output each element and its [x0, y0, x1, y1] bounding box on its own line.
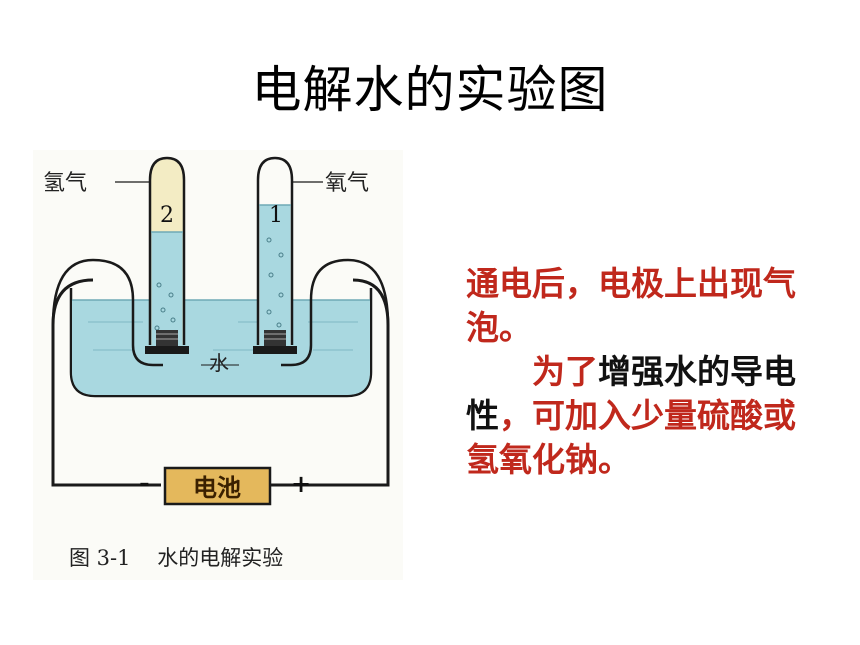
label-hydrogen: 氢气	[43, 171, 87, 196]
battery-label: 电池	[193, 474, 241, 502]
paragraph-2-red-tail: ，可加入少量硫酸或氢氧化钠。	[466, 396, 796, 479]
paragraph-1-text: 通电后，电极上出现气泡。	[466, 264, 796, 347]
explanation-paragraph-1: 通电后，电极上出现气泡。	[466, 262, 826, 350]
diagram-caption: 图 3-1 水的电解实验	[69, 546, 283, 570]
paragraph-2-red-lead: 为了	[532, 352, 598, 391]
slide-title: 电解水的实验图	[251, 61, 609, 119]
wire-loop-left	[51, 258, 163, 367]
water	[72, 300, 370, 395]
battery	[163, 466, 272, 506]
explanation-paragraph-2: 为了增强水的导电性，可加入少量硫酸或氢氧化钠。	[466, 350, 826, 482]
tube-right-number: 1	[269, 203, 283, 228]
tube-left-number: 2	[160, 203, 174, 228]
electrode-left	[145, 330, 189, 354]
bubbles-right	[266, 237, 284, 328]
wire-loop-right	[281, 258, 390, 367]
explanation-text: 通电后，电极上出现气泡。 为了增强水的导电性，可加入少量硫酸或氢氧化钠。	[466, 262, 826, 482]
electrode-right	[253, 330, 297, 354]
minus-sign: -	[139, 469, 150, 499]
label-water: 水	[209, 351, 229, 375]
electrolysis-diagram: 2 1 氢气 氧气 水 电池 - + 图 3-1 水的电解实验	[33, 150, 403, 580]
water-trough	[69, 288, 373, 398]
paragraph-2-black: 增强水的导电性	[466, 352, 796, 435]
label-oxygen: 氧气	[325, 171, 369, 196]
bubbles-left	[154, 282, 176, 331]
plus-sign: +	[291, 470, 311, 498]
